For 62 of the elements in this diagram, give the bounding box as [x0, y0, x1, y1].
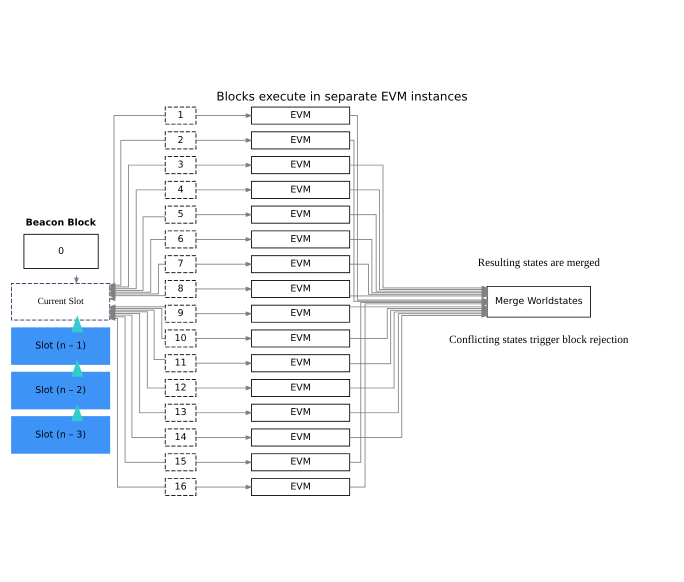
node-box: Current Slot — [11, 282, 110, 320]
node-box: EVM — [251, 304, 350, 322]
node-box: 6 — [164, 230, 196, 248]
node-box: EVM — [251, 156, 350, 174]
node-box: 0 — [24, 233, 99, 268]
node-box: 15 — [164, 452, 196, 471]
node-box: 5 — [164, 205, 196, 224]
node-box: EVM — [251, 106, 350, 124]
node-box: 14 — [164, 428, 196, 446]
node-box: 3 — [164, 156, 196, 174]
arrow — [196, 360, 253, 366]
arrow — [196, 137, 253, 142]
arrow — [196, 336, 253, 340]
arrow — [108, 292, 166, 298]
node-box: EVM — [251, 452, 350, 471]
arrow — [196, 484, 253, 489]
node-box: 4 — [164, 180, 196, 198]
node-box: 2 — [164, 130, 196, 149]
node-box: Merge Worldstates — [486, 285, 591, 318]
node-box: EVM — [251, 428, 350, 446]
arrow — [71, 359, 84, 376]
node-box: EVM — [251, 230, 350, 248]
node-box: 10 — [164, 329, 196, 347]
node-box: EVM — [251, 329, 350, 347]
node-box: EVM — [251, 130, 350, 149]
arrow — [350, 293, 488, 298]
arrow — [196, 385, 253, 390]
node-box: 1 — [164, 106, 196, 124]
node-box: 9 — [164, 304, 196, 322]
node-box: EVM — [251, 279, 350, 298]
node-box: EVM — [251, 205, 350, 224]
node-box: 7 — [164, 254, 196, 273]
arrow — [196, 162, 253, 168]
arrow — [196, 286, 253, 291]
node-box: 13 — [164, 403, 196, 422]
arrow — [196, 434, 253, 440]
label: Resulting states are merged — [478, 256, 600, 269]
arrow — [71, 404, 84, 421]
arrow — [196, 212, 253, 217]
node-box: 12 — [164, 378, 196, 396]
node-label: Beacon Block — [26, 217, 96, 228]
arrow — [196, 459, 253, 464]
arrow — [196, 186, 253, 192]
node-box: 8 — [164, 279, 196, 298]
arrow — [108, 316, 166, 487]
arrow — [196, 112, 253, 118]
node-box: 11 — [164, 354, 196, 372]
diagram-title: Blocks execute in separate EVM instances — [216, 88, 468, 103]
node-box: EVM — [251, 378, 350, 396]
node-box: EVM — [251, 478, 350, 496]
arrow — [196, 236, 253, 242]
node-box: EVM — [251, 180, 350, 198]
arrow — [196, 310, 253, 316]
node-box: 16 — [164, 478, 196, 496]
node-box: EVM — [251, 403, 350, 422]
arrow — [71, 314, 84, 332]
node-box: EVM — [251, 354, 350, 372]
arrow — [196, 410, 253, 415]
arrow — [196, 261, 253, 266]
node-box: EVM — [251, 254, 350, 273]
arrow — [349, 312, 488, 438]
label: Conflicting states trigger block rejection — [449, 334, 628, 346]
